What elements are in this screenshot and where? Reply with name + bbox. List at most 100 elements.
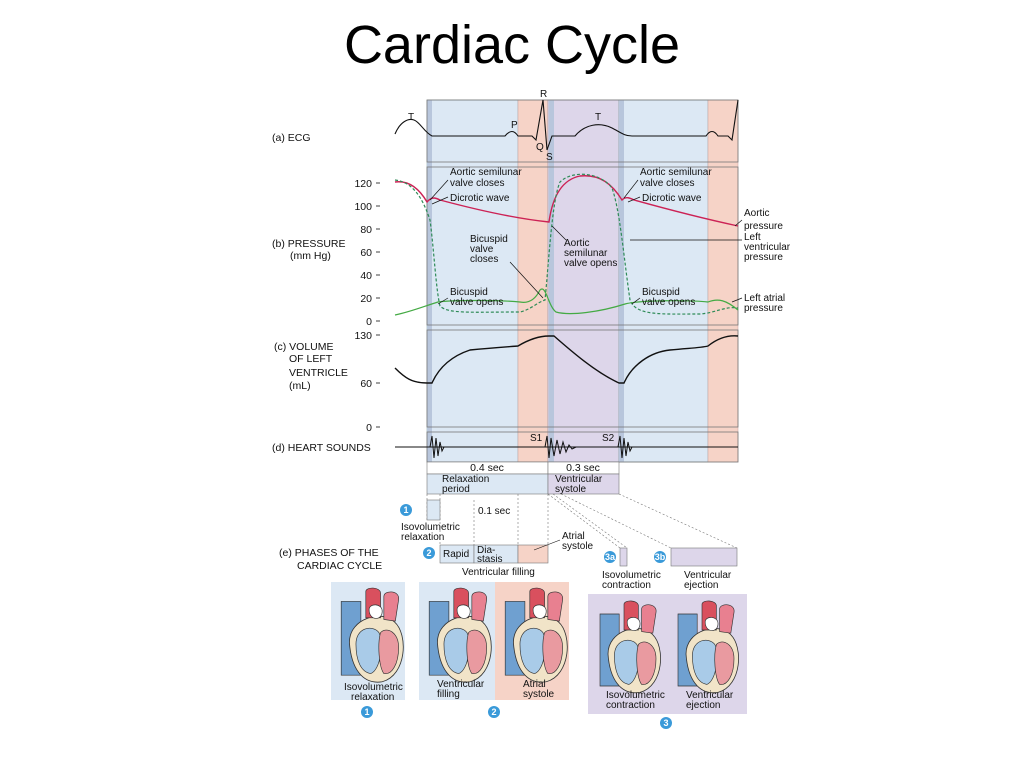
annotation: semilunar (564, 248, 608, 259)
volume-tick: 130 (354, 330, 372, 342)
pressure-tick: 80 (360, 224, 372, 236)
ventricular-systole-label: Ventricular (555, 474, 603, 485)
phases-label-line1: (e) PHASES OF THE (279, 547, 379, 559)
pressure-tick-marks (376, 182, 380, 322)
phase-ventricular-ejection: Ventricular (684, 570, 732, 581)
annotation: valve closes (640, 178, 694, 189)
heart-sound-wave (429, 435, 445, 459)
annotation: Aortic (744, 208, 770, 219)
annotation: Bicuspid (642, 287, 680, 298)
phase-badge-1: 1 (403, 505, 408, 515)
ventricular-systole-label-2: systole (555, 484, 587, 495)
pressure-ticks: 120 100 80 60 40 20 0 (354, 178, 372, 328)
atrial-duration: 0.1 sec (478, 506, 510, 517)
pressure-unit: (mm Hg) (290, 250, 331, 262)
annotation: pressure (744, 252, 783, 263)
heart-3-caption-2: systole (523, 689, 555, 700)
heart-1-caption: Isovolumetric (344, 682, 403, 693)
heart-2-caption-2: filling (437, 689, 460, 700)
annotation: valve opens (450, 297, 503, 308)
phase-iso-contraction: Isovolumetric (602, 570, 661, 581)
phase-boxes: 1 Isovolumetric relaxation 2 Rapid Dia- … (400, 499, 738, 591)
annotation: Aortic (564, 238, 590, 249)
pressure-annotations: Aortic semilunar valve closes Dicrotic w… (450, 167, 791, 314)
phase-badge-3a: 3a (605, 552, 616, 562)
heart-image-2 (428, 587, 492, 683)
ecg-t-wave-label: T (408, 112, 414, 123)
heart-image-1 (340, 587, 404, 683)
ecg-s-wave-label: S (546, 152, 553, 163)
annotation: Bicuspid (470, 234, 508, 245)
ecg-p-wave-label: P (511, 120, 518, 131)
phase-diastasis: Dia- (477, 545, 495, 556)
heart-5-caption-2: ejection (686, 700, 720, 711)
pressure-leader-lines (429, 179, 743, 305)
heart-image-3 (504, 587, 568, 683)
phase-iso-contraction-2: contraction (602, 580, 651, 591)
volume-label-line1: (c) VOLUME (274, 341, 334, 353)
pressure-tick: 120 (354, 178, 372, 190)
heart-badge-3: 3 (663, 718, 668, 728)
heart-4-caption: Isovolumetric (606, 690, 665, 701)
phase-ventricular-filling: Ventricular filling (462, 567, 535, 578)
volume-tick: 0 (366, 422, 372, 434)
heart-2-caption: Ventricular (437, 679, 485, 690)
annotation: valve opens (564, 258, 617, 269)
timing-row: 0.4 sec 0.3 sec Relaxation period Ventri… (426, 461, 738, 549)
annotation: ventricular (744, 242, 791, 253)
annotation: valve (470, 244, 494, 255)
annotation: valve opens (642, 297, 695, 308)
volume-label-line3: VENTRICLE (289, 367, 348, 379)
phase-atrial-systole-2: systole (562, 541, 594, 552)
phase-bands (426, 99, 739, 463)
annotation: Dicrotic wave (642, 193, 702, 204)
pressure-tick: 0 (366, 316, 372, 328)
annotation: Left (744, 232, 761, 243)
phase-ventricular-ejection-2: ejection (684, 580, 718, 591)
phase-badge-2: 2 (426, 548, 431, 558)
ecg-label: (a) ECG (272, 132, 311, 144)
heart-illustrations: Isovolumetric relaxation Ventricular fil… (331, 582, 747, 729)
volume-curve (394, 335, 739, 384)
phase-diastasis-2: stasis (477, 554, 503, 565)
atrial-pressure-curve (394, 288, 739, 316)
annotation: Aortic semilunar (450, 167, 522, 178)
s2-wave (617, 435, 633, 459)
aortic-pressure-curve (394, 175, 739, 227)
volume-label-line4: (mL) (289, 380, 311, 392)
ecg-trace (394, 99, 739, 151)
heart-4-caption-2: contraction (606, 700, 655, 711)
heart-5-caption: Ventricular (686, 690, 734, 701)
phase-badge-3b: 3b (655, 552, 666, 562)
relaxation-period-label: Relaxation (442, 474, 489, 485)
annotation: Left atrial (744, 293, 785, 304)
ecg-t-wave-label-2: T (595, 112, 601, 123)
pressure-tick: 20 (360, 293, 372, 305)
ecg-r-wave-label: R (540, 89, 547, 100)
s2-label: S2 (602, 433, 615, 444)
volume-label-line2: OF LEFT (289, 353, 333, 365)
annotation: valve closes (450, 178, 504, 189)
s1-wave (544, 435, 577, 459)
annotation: Bicuspid (450, 287, 488, 298)
annotation: pressure (744, 221, 783, 232)
s1-label: S1 (530, 433, 543, 444)
volume-tick: 60 (360, 378, 372, 390)
ecg-q-wave-label: Q (536, 142, 544, 153)
heart-image-5 (677, 600, 739, 694)
phase-atrial-systole: Atrial (562, 531, 585, 542)
relaxation-duration: 0.4 sec (470, 462, 504, 474)
relaxation-period-label-2: period (442, 484, 470, 495)
pressure-tick: 60 (360, 247, 372, 259)
page-title: Cardiac Cycle (343, 15, 681, 75)
pressure-tick: 100 (354, 201, 372, 213)
annotation: pressure (744, 303, 783, 314)
phase-iso-relax: Isovolumetric (401, 522, 460, 533)
ventricular-pressure-curve (394, 173, 739, 315)
heart-3-caption: Atrial (523, 679, 546, 690)
phase-rapid: Rapid (443, 549, 469, 560)
annotation: Aortic semilunar (640, 167, 712, 178)
pressure-label: (b) PRESSURE (272, 238, 346, 250)
annotation: Dicrotic wave (450, 193, 510, 204)
